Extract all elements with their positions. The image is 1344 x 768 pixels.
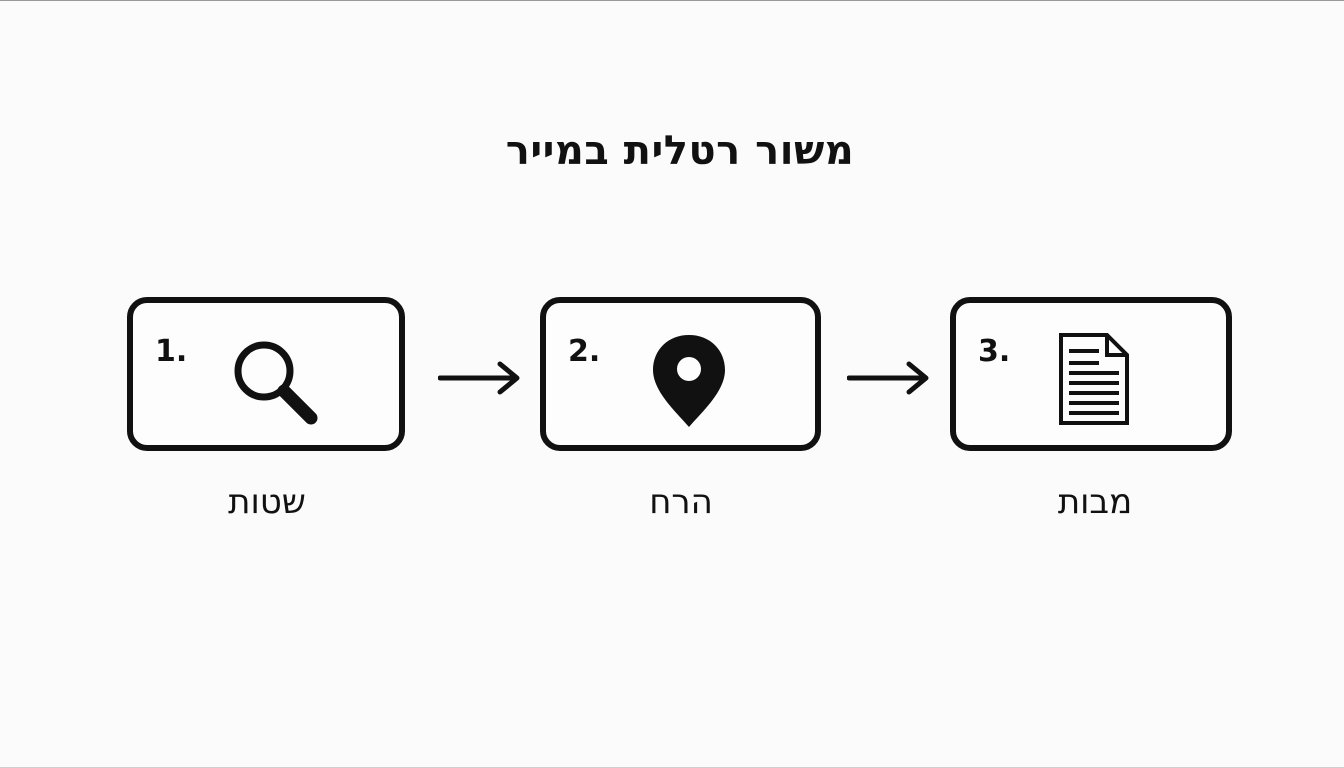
document-icon [1059,333,1129,425]
step-number-2: 2. [568,334,601,369]
step-label-2: הרח [649,482,713,522]
arrow-right-icon [847,361,929,395]
diagram-title: משור רטלית במייר [505,128,855,174]
step-number-3: 3. [978,334,1011,369]
step-label-1: שטות [228,482,306,522]
search-icon [234,341,318,425]
step-box-1: 1. [127,297,405,451]
step-label-3: מבות [1057,482,1133,522]
map-pin-icon [653,335,725,427]
step-box-2: 2. [540,297,821,451]
step-box-3: 3. [950,297,1232,451]
step-number-1: 1. [155,334,188,369]
top-border [0,0,1344,1]
arrow-right-icon [438,361,520,395]
